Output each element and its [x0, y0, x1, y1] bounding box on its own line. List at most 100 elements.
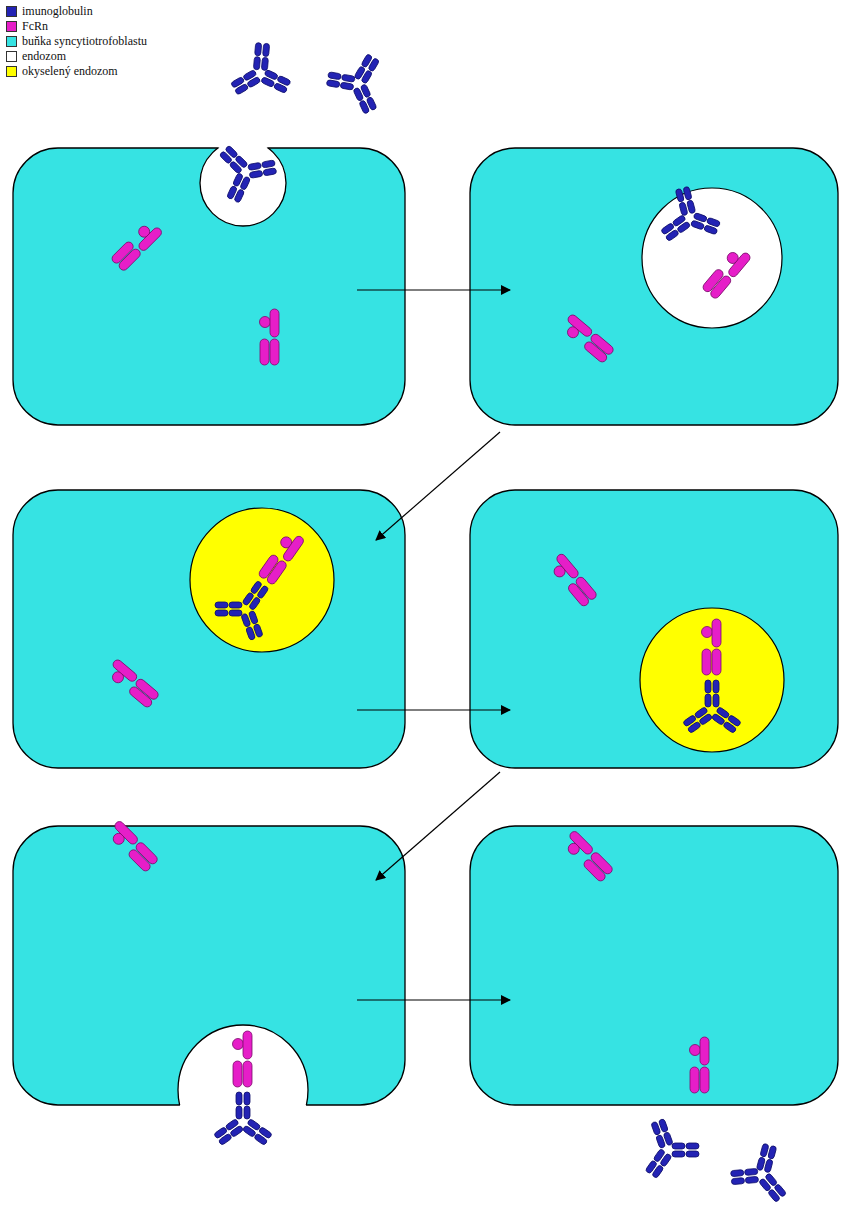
ig-domain [263, 43, 270, 56]
ig-domain [360, 84, 371, 98]
immunoglobulin [219, 37, 295, 115]
ig-domain [675, 188, 684, 202]
legend-label: buňka syncytiotrofoblastu [22, 34, 147, 49]
fcrn-receptor [547, 552, 598, 607]
legend-entry: imunoglobulin [6, 4, 147, 19]
ig-arm [241, 610, 263, 640]
ig-arm [354, 54, 380, 84]
ig-domain [225, 145, 238, 158]
fcrn-domain [233, 1039, 244, 1050]
legend-swatch [6, 21, 17, 32]
fcrn-domain [243, 1031, 252, 1059]
ig-domain [672, 215, 686, 227]
ig-arm [253, 43, 269, 71]
ig-arm [661, 215, 691, 242]
syncytiotrophoblast-cell [470, 826, 838, 1105]
ig-domain [262, 160, 276, 168]
ig-arm [711, 707, 741, 734]
ig-domain [242, 592, 254, 606]
syncytiotrophoblast-cell [470, 148, 838, 425]
fcrn-domain [270, 309, 279, 337]
ig-domain [706, 217, 720, 227]
step-arrow [357, 289, 510, 290]
ig-domain [361, 70, 373, 84]
syncytiotrophoblast-cell [13, 490, 405, 768]
fcrn-domain [712, 649, 721, 675]
fcrn-domain [702, 627, 713, 638]
acidified-endosome [190, 508, 334, 652]
legend-swatch [6, 6, 17, 17]
ig-domain [663, 1132, 673, 1146]
endosome [642, 188, 782, 328]
fcrn-domain [690, 1067, 699, 1093]
ig-domain [229, 602, 242, 608]
legend-label: okyselený endozom [22, 64, 118, 79]
fcrn-domain [700, 1037, 709, 1065]
ig-domain [686, 1151, 699, 1157]
step-arrow [376, 432, 500, 540]
ig-domain [261, 57, 268, 70]
fcrn-receptor [561, 830, 614, 883]
fcrn-domain [568, 830, 594, 856]
fcrn-domain [555, 552, 580, 579]
fcrn-domain [137, 226, 163, 252]
endocytic-pit [200, 148, 286, 226]
legend-swatch [6, 36, 17, 47]
ig-domain [215, 602, 228, 608]
fcrn-receptor [702, 619, 722, 675]
endocytic-pit [178, 1025, 308, 1105]
ig-domain [341, 74, 355, 82]
immunoglobulin [627, 1114, 706, 1192]
ig-domain [225, 1119, 239, 1131]
ig-domain [760, 1143, 769, 1157]
ig-domain [660, 1153, 672, 1167]
ig-domain [263, 168, 277, 176]
ig-domain [214, 1127, 228, 1139]
ig-domain [328, 72, 342, 80]
ig-domain [250, 580, 262, 594]
fcrn-domain [709, 274, 733, 300]
fcrn-domain [134, 677, 160, 701]
ig-domain [254, 1133, 268, 1145]
ig-domain [731, 1178, 744, 1185]
ig-domain [235, 155, 248, 168]
ig-domain [705, 694, 711, 707]
immunoglobulin [683, 680, 742, 734]
ig-domain [705, 680, 711, 693]
fcrn-domain [712, 619, 721, 647]
fcrn-domain [113, 820, 139, 846]
ig-arm [215, 602, 242, 616]
ig-arm [756, 1143, 777, 1173]
step-arrow [376, 772, 500, 880]
syncytiotrophoblast-cell [470, 490, 838, 768]
fcrn-receptor [106, 820, 159, 873]
fcrn-domain [111, 658, 138, 683]
fcrn-domain [700, 1067, 709, 1093]
legend-label: FcRn [22, 19, 48, 34]
immunoglobulin [724, 1138, 803, 1217]
fcrn-domain [589, 851, 614, 876]
ig-domain [326, 80, 340, 88]
ig-domain [261, 77, 275, 88]
fcrn-domain [134, 841, 159, 866]
ig-arm [683, 707, 713, 734]
ig-domain [731, 1170, 744, 1177]
fcrn-receptor [257, 529, 305, 586]
fcrn-receptor [701, 245, 752, 300]
ig-domain [253, 56, 260, 69]
immunoglobulin [658, 182, 728, 256]
ig-domain [366, 96, 377, 110]
fcrn-domain [282, 535, 305, 563]
ig-domain [658, 1118, 668, 1132]
legend-entry: FcRn [6, 19, 147, 34]
ig-domain [672, 1143, 685, 1149]
fcrn-domain [117, 247, 142, 272]
fcrn-domain [266, 559, 288, 585]
ig-domain [340, 82, 354, 90]
ig-domain [723, 721, 737, 733]
ig-domain [672, 1151, 685, 1157]
ig-domain [246, 626, 256, 640]
ig-domain [694, 707, 708, 719]
